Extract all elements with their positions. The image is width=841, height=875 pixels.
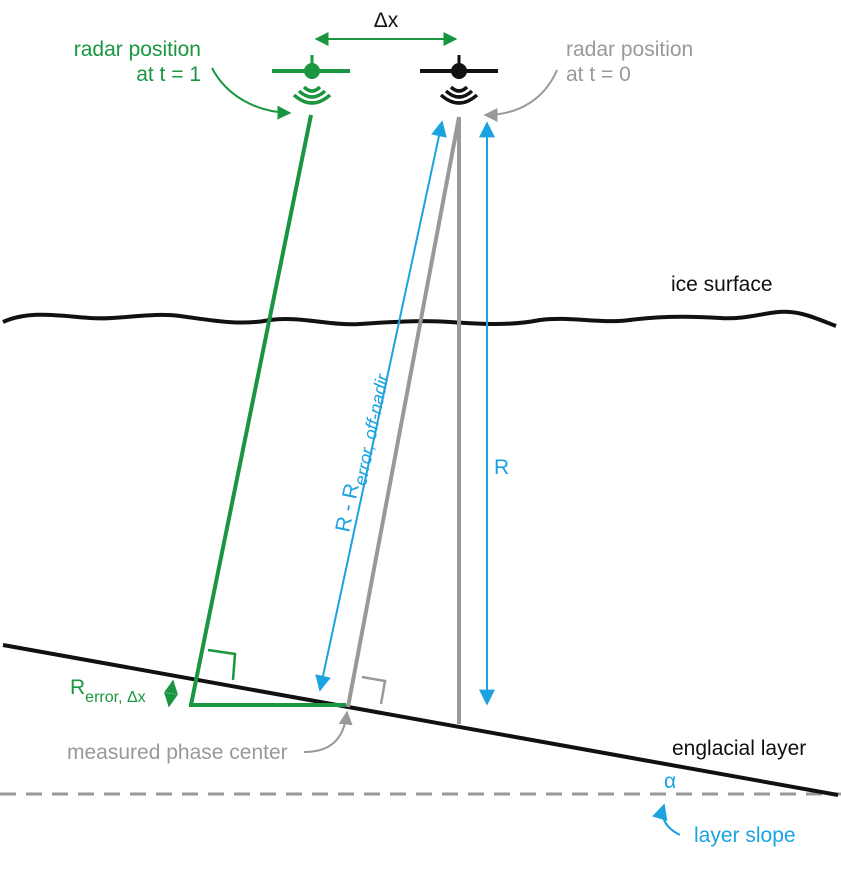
radar-t1-label-line1: radar position: [74, 38, 201, 61]
right-angle-mark-green: [207, 648, 237, 681]
radar-t0-label-line1: radar position: [566, 38, 693, 61]
measured-phase-center-label: measured phase center: [67, 741, 288, 764]
error-dx-label: Rerror, Δx: [70, 676, 146, 706]
error-dx-arrow: [164, 679, 178, 708]
t1-leader-arrow: [211, 67, 292, 120]
ice-surface-label: ice surface: [671, 273, 773, 296]
slope-leader-arrow: [652, 803, 681, 836]
phase-center-leader-arrow: [303, 710, 353, 753]
aircraft-icon: [420, 55, 498, 79]
alpha-label: α: [664, 770, 676, 793]
radar-t1-label-line2: at t = 1: [136, 63, 201, 86]
radar-waves-icon: [439, 85, 479, 105]
englacial-layer-label: englacial layer: [672, 737, 806, 760]
englacial-layer-line: [2, 643, 839, 797]
delta-x-label: Δx: [374, 9, 399, 32]
right-angle-mark-gray: [361, 675, 387, 705]
layer-slope-label: layer slope: [694, 824, 796, 847]
range-minus-error-arrow: [315, 120, 447, 692]
radar-waves-icon: [292, 85, 332, 105]
range-label: R: [494, 456, 509, 479]
radar-t0-label-line2: at t = 0: [566, 63, 631, 86]
green-slant-line: [189, 114, 313, 706]
t0-leader-arrow: [483, 69, 558, 122]
aircraft-icon: [272, 55, 350, 79]
